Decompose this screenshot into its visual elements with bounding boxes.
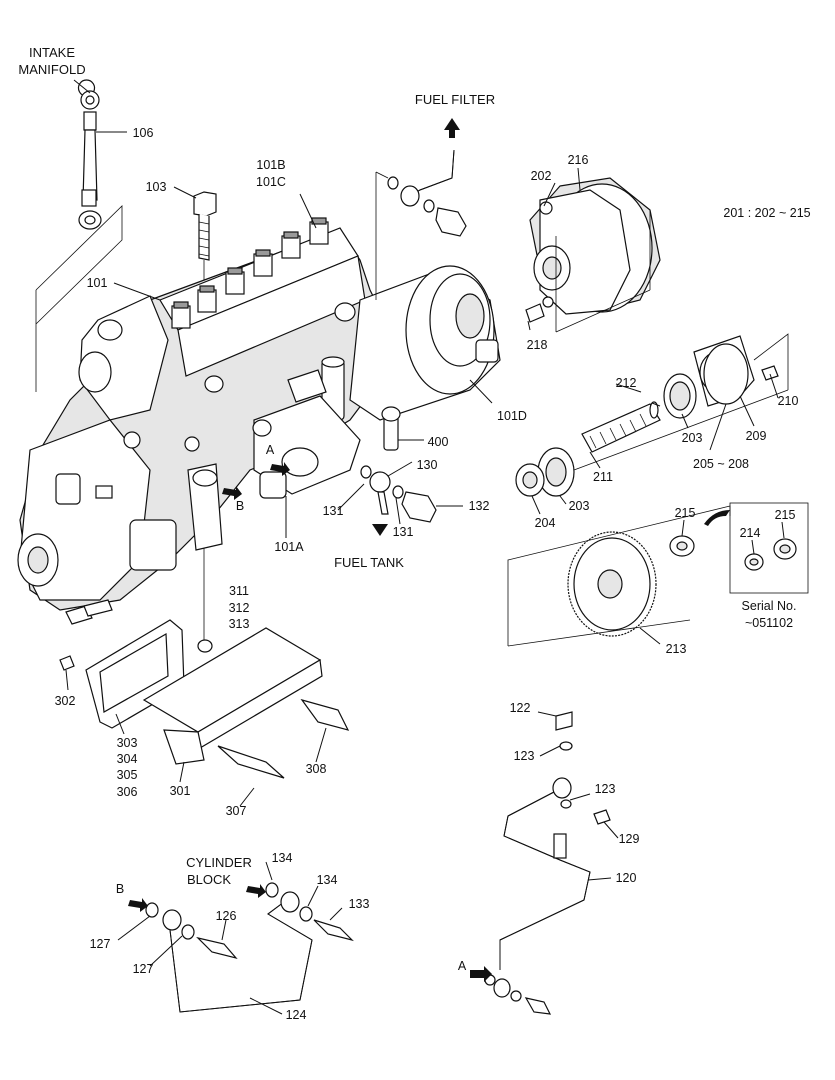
- serial-number-label-line2: ~051102: [745, 616, 793, 630]
- part-number-101A: 101A: [274, 540, 304, 554]
- part-number-209: 209: [746, 429, 767, 443]
- part-number-305: 305: [117, 768, 138, 782]
- part-number-313: 313: [229, 617, 250, 631]
- fuel-filter-pipe-drawing: [375, 118, 467, 300]
- part-number-203-lower: 203: [569, 499, 590, 513]
- part-number-211: 211: [593, 470, 613, 484]
- marker-a-pipe: A: [458, 959, 467, 973]
- part-number-301: 301: [170, 784, 191, 798]
- part-number-131-right: 131: [393, 525, 414, 539]
- fuel-tank-label: FUEL TANK: [334, 555, 404, 570]
- pump-cover-drawing: [525, 177, 661, 333]
- part-number-106: 106: [133, 126, 154, 140]
- part-number-307: 307: [226, 804, 247, 818]
- leader-lines: [65, 79, 785, 1015]
- part-number-203-upper: 203: [682, 431, 703, 445]
- part-number-129: 129: [619, 832, 640, 846]
- part-number-127-upper: 127: [90, 937, 111, 951]
- part-number-120: 120: [616, 871, 637, 885]
- intake-manifold-label-line2: MANIFOLD: [18, 62, 85, 77]
- marker-b-pipe: B: [116, 882, 124, 896]
- part-number-133: 133: [349, 897, 370, 911]
- fuel-tank-arrow: [372, 524, 388, 536]
- fuel-pipe-120-drawing: [470, 711, 611, 1015]
- part-number-214: 214: [740, 526, 761, 540]
- part-number-212: 212: [616, 376, 637, 390]
- intake-manifold-label-line1: INTAKE: [29, 45, 75, 60]
- fuel-filter-arrow: [444, 118, 460, 138]
- fuel-tank-fittings-drawing: [360, 406, 437, 536]
- fuel-pipe-124-drawing: [128, 882, 354, 1013]
- part-number-210: 210: [778, 394, 799, 408]
- part-number-306: 306: [117, 785, 138, 799]
- diagram-labels: INTAKE MANIFOLD FUEL FILTER FUEL TANK CY…: [18, 45, 810, 1022]
- part-number-123-lower: 123: [595, 782, 616, 796]
- cylinder-block-label-line2: BLOCK: [187, 872, 231, 887]
- part-number-311: 311: [229, 584, 249, 598]
- part-number-312: 312: [229, 601, 250, 615]
- part-number-302: 302: [55, 694, 76, 708]
- part-number-127-lower: 127: [133, 962, 154, 976]
- cylinder-block-label-line1: CYLINDER: [186, 855, 252, 870]
- part-number-124: 124: [286, 1008, 307, 1022]
- range-note-label: 201 : 202 ~ 215: [723, 206, 810, 220]
- part-number-101: 101: [87, 276, 108, 290]
- part-number-122: 122: [510, 701, 531, 715]
- part-number-101D: 101D: [497, 409, 527, 423]
- part-number-308: 308: [306, 762, 327, 776]
- part-number-400: 400: [428, 435, 449, 449]
- part-number-303: 303: [117, 736, 138, 750]
- part-number-218: 218: [527, 338, 548, 352]
- intake-hose-drawing: [77, 79, 127, 230]
- part-number-132: 132: [469, 499, 490, 513]
- part-number-131-left: 131: [323, 504, 344, 518]
- drive-gear-drawing: [507, 502, 809, 647]
- part-number-130: 130: [417, 458, 438, 472]
- part-number-134-upper: 134: [272, 851, 293, 865]
- part-number-101C: 101C: [256, 175, 286, 189]
- part-number-126: 126: [216, 909, 237, 923]
- marker-b-pump: B: [236, 499, 244, 513]
- part-number-204: 204: [535, 516, 556, 530]
- part-number-215: 215: [675, 506, 696, 520]
- part-number-103: 103: [146, 180, 167, 194]
- fuel-filter-label: FUEL FILTER: [415, 92, 495, 107]
- part-number-101B: 101B: [256, 158, 285, 172]
- part-number-123-upper: 123: [514, 749, 535, 763]
- part-number-205-208: 205 ~ 208: [693, 457, 749, 471]
- part-number-202: 202: [531, 169, 552, 183]
- leader-frame-106: [35, 205, 123, 325]
- part-number-304: 304: [117, 752, 138, 766]
- part-number-216: 216: [568, 153, 589, 167]
- injection-pump-drawing: [17, 217, 391, 625]
- part-number-215-serial: 215: [775, 508, 796, 522]
- marker-a-pump: A: [266, 443, 275, 457]
- shaft-and-seals-drawing: [515, 333, 789, 497]
- serial-number-label-line1: Serial No.: [742, 599, 797, 613]
- part-number-134-lower: 134: [317, 873, 338, 887]
- part-number-213: 213: [666, 642, 687, 656]
- mounting-bracket-drawing: [59, 619, 350, 779]
- pump-housing-101D-drawing: [349, 265, 501, 421]
